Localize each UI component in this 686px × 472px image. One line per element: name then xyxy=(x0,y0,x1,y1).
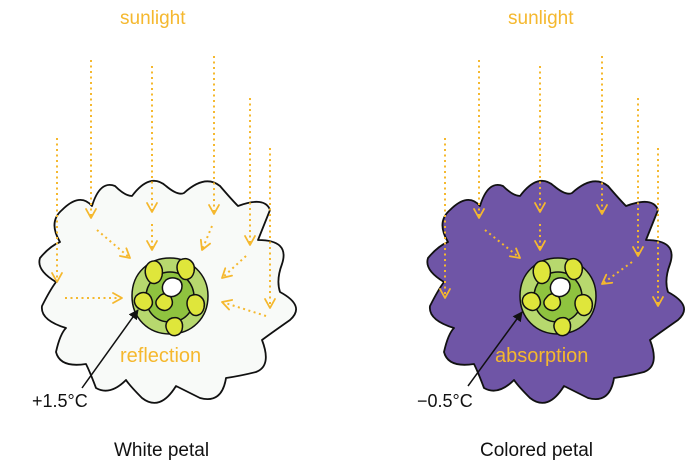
left-sunlight-label: sunlight xyxy=(120,8,186,30)
anther xyxy=(554,318,571,336)
anther xyxy=(575,295,592,316)
right-caption: Colored petal xyxy=(480,440,593,462)
right-sunlight-label: sunlight xyxy=(508,8,574,30)
anther xyxy=(533,261,550,284)
anther xyxy=(522,293,540,311)
left-caption: White petal xyxy=(114,440,209,462)
right-temperature-label: −0.5°C xyxy=(417,391,473,412)
anther xyxy=(134,293,152,311)
anther xyxy=(177,259,194,280)
left-temperature-label: +1.5°C xyxy=(32,391,88,412)
white-petal-flower-center xyxy=(132,258,208,336)
left-process-label: reflection xyxy=(120,345,201,368)
anther xyxy=(145,261,162,284)
pistil xyxy=(162,278,182,297)
anther xyxy=(565,259,582,280)
anther xyxy=(166,318,183,336)
colored-petal-flower-center xyxy=(520,258,596,336)
anther xyxy=(187,295,204,316)
pistil xyxy=(550,278,570,297)
right-process-label: absorption xyxy=(495,345,588,368)
